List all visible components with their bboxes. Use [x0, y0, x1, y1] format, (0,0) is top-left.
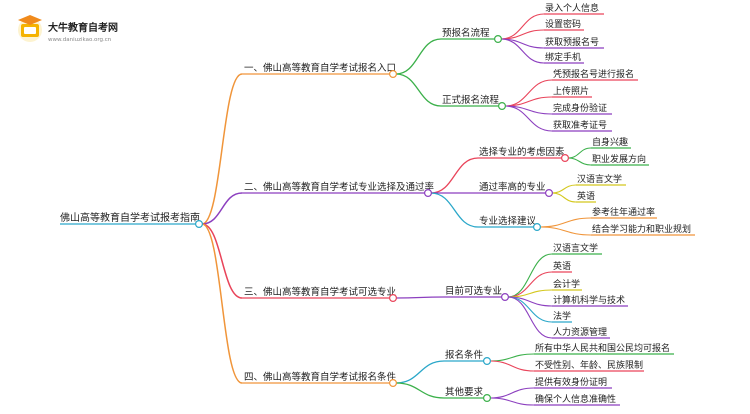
edge-root-branch-2 — [201, 192, 243, 225]
leaf-4-2-2-label: 确保个人信息准确性 — [535, 393, 616, 405]
edge-branch-4-sub-2 — [395, 382, 445, 399]
logo-name: 大牛教育自考网 — [48, 21, 118, 34]
sub-2-2-label: 通过率高的专业 — [479, 181, 546, 193]
edge-root-branch-4 — [201, 223, 243, 384]
leaf-3-1-6-label: 人力资源管理 — [553, 326, 607, 338]
mindmap-edges — [201, 13, 592, 406]
leaf-3-1-1-label: 汉语言文学 — [553, 242, 598, 254]
edge-sub-1-2-leaf-4 — [504, 105, 553, 132]
edge-sub-2-2-leaf-2 — [551, 192, 577, 203]
sub-1-2-collapse-knob[interactable] — [498, 101, 507, 110]
leaf-1-1-1-label: 录入个人信息 — [545, 2, 599, 14]
edge-sub-1-1-leaf-4 — [500, 38, 545, 64]
leaf-4-2-1-label: 提供有效身份证明 — [535, 376, 607, 388]
leaf-3-1-4-label: 计算机科学与技术 — [553, 294, 625, 306]
leaf-3-1-3-label: 会计学 — [553, 278, 580, 290]
leaf-4-1-2-label: 不受性别、年龄、民族限制 — [535, 359, 643, 371]
edge-root-branch-1 — [201, 73, 243, 225]
sub-2-3-collapse-knob[interactable] — [532, 223, 541, 232]
edge-root-branch-3 — [201, 223, 243, 299]
sub-4-1-label: 报名条件 — [445, 349, 484, 361]
sub-4-1-collapse-knob[interactable] — [483, 357, 492, 366]
edge-branch-2-sub-1 — [430, 157, 479, 194]
leaf-2-2-2-label: 英语 — [577, 190, 595, 202]
sub-4-2-collapse-knob[interactable] — [483, 394, 492, 403]
leaf-1-2-3-label: 完成身份验证 — [553, 102, 607, 114]
branch-2-label: 二、佛山高等教育自学考试专业选择及通过率 — [244, 181, 435, 193]
edge-sub-2-2-leaf-1 — [551, 184, 577, 194]
leaf-2-3-2-label: 结合学习能力和职业规划 — [592, 223, 691, 235]
sub-1-1-collapse-knob[interactable] — [494, 34, 503, 43]
edge-branch-1-sub-2 — [395, 73, 442, 107]
leaf-2-2-1-label: 汉语言文学 — [577, 173, 622, 185]
sub-2-1-collapse-knob[interactable] — [560, 154, 569, 163]
leaf-1-2-1-label: 凭预报名号进行报名 — [553, 68, 634, 80]
sub-3-1-collapse-knob[interactable] — [501, 293, 510, 302]
sub-2-2-collapse-knob[interactable] — [544, 189, 553, 198]
edge-sub-2-3-leaf-1 — [539, 217, 592, 228]
leaf-4-1-1-label: 所有中华人民共和国公民均可报名 — [535, 342, 670, 354]
edge-branch-2-sub-3 — [430, 192, 479, 228]
site-logo: 大牛教育自考网 www.daniuzikao.org.cn — [18, 15, 118, 43]
edge-sub-4-2-leaf-1 — [489, 387, 535, 399]
leaf-1-2-2-label: 上传照片 — [553, 85, 589, 97]
graduation-cap-icon — [18, 15, 42, 42]
sub-1-2-label: 正式报名流程 — [442, 94, 500, 106]
branch-3-label: 三、佛山高等教育自学考试可选专业 — [244, 286, 396, 298]
edge-sub-2-3-leaf-2 — [539, 226, 592, 236]
branch-2-collapse-knob[interactable] — [424, 189, 433, 198]
sub-2-1-label: 选择专业的考虑因素 — [479, 146, 565, 158]
sub-3-1-label: 目前可选专业 — [445, 285, 502, 297]
sub-4-2-label: 其他要求 — [445, 386, 484, 398]
edge-branch-4-sub-1 — [395, 360, 445, 384]
leaf-1-1-3-label: 获取预报名号 — [545, 36, 599, 48]
branch-1-collapse-knob[interactable] — [389, 69, 398, 78]
branch-1-label: 一、佛山高等教育自学考试报名入口 — [244, 62, 396, 74]
leaf-2-3-1-label: 参考往年通过率 — [592, 206, 655, 218]
edge-sub-2-1-leaf-1 — [567, 147, 592, 159]
leaf-1-1-4-label: 绑定手机 — [545, 51, 581, 63]
edge-sub-4-1-leaf-2 — [489, 360, 535, 372]
leaf-3-1-5-label: 法学 — [553, 310, 571, 322]
leaf-2-1-2-label: 职业发展方向 — [592, 153, 646, 165]
root-collapse-knob[interactable] — [195, 220, 204, 229]
branch-4-collapse-knob[interactable] — [389, 379, 398, 388]
sub-1-1-label: 预报名流程 — [442, 27, 490, 39]
branch-4-label: 四、佛山高等教育自学考试报名条件 — [244, 371, 397, 383]
sub-2-3-label: 专业选择建议 — [479, 215, 537, 227]
edge-branch-1-sub-1 — [395, 38, 442, 75]
root-node-label: 佛山高等教育自学考试报考指南 — [60, 211, 200, 224]
mindmap-nodes: 佛山高等教育自学考试报考指南 一、佛山高等教育自学考试报名入口 预报名流程 录入个人信… — [60, 2, 695, 406]
branch-3-collapse-knob[interactable] — [389, 294, 398, 303]
edge-sub-1-2-leaf-1 — [504, 79, 553, 107]
leaf-1-2-4-label: 获取准考证号 — [553, 120, 607, 131]
logo-url: www.daniuzikao.org.cn — [48, 37, 112, 43]
leaf-2-1-1-label: 自身兴趣 — [592, 136, 628, 148]
edge-sub-4-1-leaf-1 — [489, 353, 535, 362]
leaf-3-1-2-label: 英语 — [553, 260, 571, 272]
edge-sub-3-1-leaf-6 — [507, 296, 553, 339]
edge-sub-1-1-leaf-1 — [500, 13, 545, 40]
edge-sub-2-1-leaf-2 — [567, 157, 592, 166]
edge-sub-4-2-leaf-2 — [489, 397, 535, 406]
edge-branch-3-sub-1 — [395, 296, 445, 299]
leaf-1-1-2-label: 设置密码 — [545, 18, 581, 30]
